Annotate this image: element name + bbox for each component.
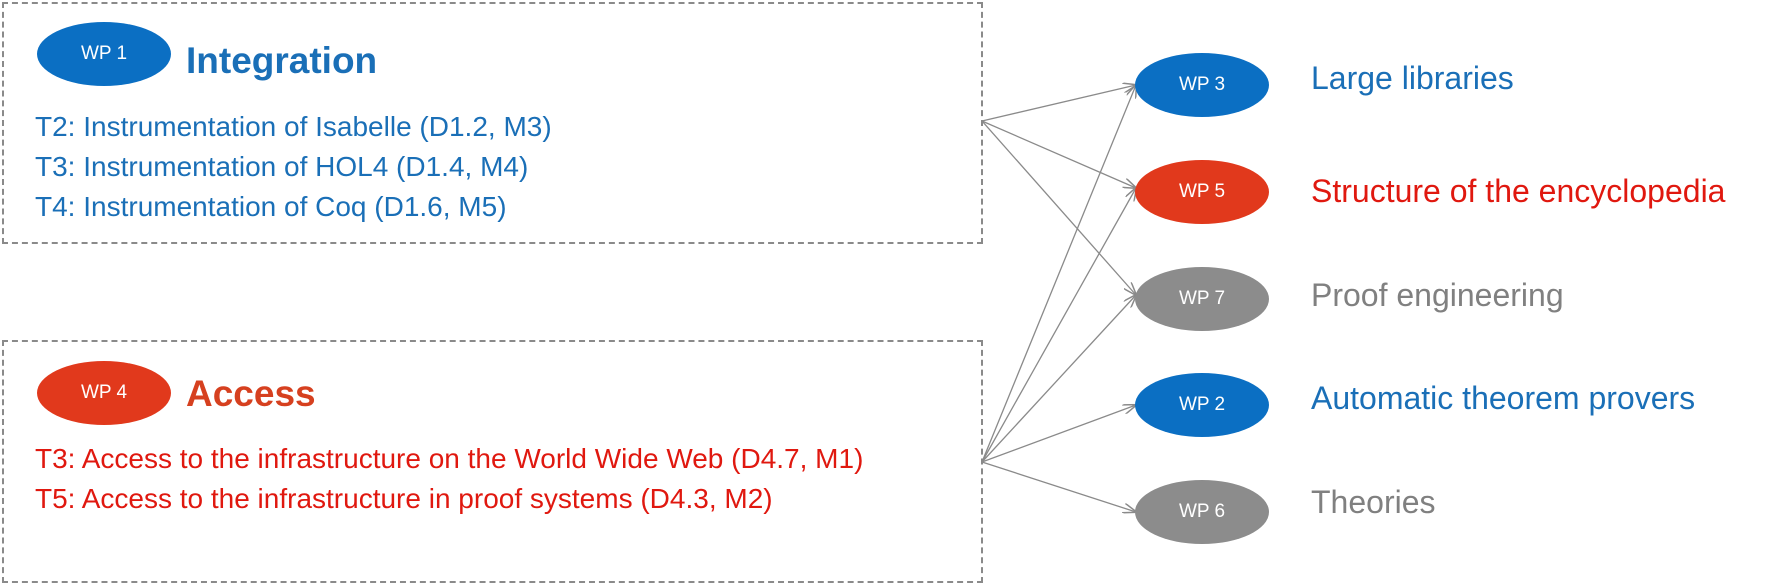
arrow-wp4-to-wp6 [981, 461, 1136, 512]
arrow-wp4-to-wp2 [981, 405, 1136, 463]
wp3-label: Large libraries [1311, 60, 1514, 96]
wp6-label: Theories [1311, 484, 1436, 520]
wp2-badge: WP 2 [1135, 373, 1269, 437]
arrow-wp1-to-wp7 [981, 120, 1136, 295]
integration-box [2, 2, 983, 244]
access-heading: Access [186, 373, 316, 414]
arrow-wp1-to-wp5 [981, 120, 1136, 188]
wp6-badge: WP 6 [1135, 480, 1269, 544]
integration-task-3: T4: Instrumentation of Coq (D1.6, M5) [35, 191, 507, 222]
wp7-badge: WP 7 [1135, 267, 1269, 331]
arrow-wp4-to-wp3 [981, 85, 1136, 463]
integration-heading: Integration [186, 40, 378, 81]
wp2-label: Automatic theorem provers [1311, 380, 1696, 416]
wp5-badge: WP 5 [1135, 160, 1269, 224]
integration-task-2: T3: Instrumentation of HOL4 (D1.4, M4) [35, 151, 529, 182]
integration-task-1: T2: Instrumentation of Isabelle (D1.2, M… [35, 111, 552, 142]
wp7-label: Proof engineering [1311, 277, 1564, 313]
access-task-1: T3: Access to the infrastructure on the … [35, 443, 864, 474]
wp3-badge: WP 3 [1135, 53, 1269, 117]
arrow-wp1-to-wp3 [981, 85, 1136, 122]
wp4-badge: WP 4 [37, 361, 171, 425]
arrow-wp4-to-wp5 [981, 188, 1136, 463]
arrow-wp4-to-wp7 [981, 295, 1136, 463]
access-task-2: T5: Access to the infrastructure in proo… [35, 483, 773, 514]
wp5-label: Structure of the encyclopedia [1311, 173, 1726, 209]
wp1-badge: WP 1 [37, 22, 171, 86]
